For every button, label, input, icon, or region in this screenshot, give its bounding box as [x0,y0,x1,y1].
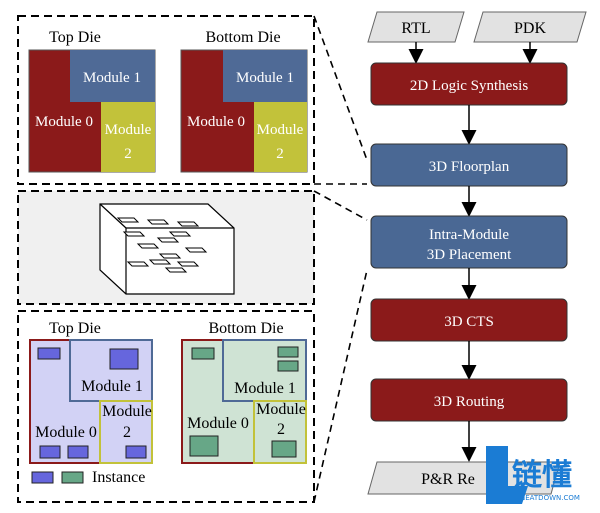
module-2-number: 2 [124,146,132,162]
module-2-number: 2 [276,146,284,162]
module-1-label: Module 1 [83,70,141,86]
svg-text:Intra-Module: Intra-Module [429,227,509,243]
module-2-number: 2 [123,424,131,441]
legend-label: Instance [92,469,145,486]
legend-swatch-top [31,471,54,484]
connector-line [313,15,368,161]
top-die-label-2: Top Die [49,320,101,337]
instance-cell [191,347,215,360]
svg-text:3D Routing: 3D Routing [434,394,505,410]
bottom-die-label-1: Bottom Die [205,29,280,46]
module-2-number: 2 [277,421,285,438]
watermark-l-icon [486,446,528,504]
instance-cell [125,445,147,459]
svg-text:2D Logic Synthesis: 2D Logic Synthesis [410,78,528,94]
svg-text:P&R Re: P&R Re [421,471,475,488]
placement-box: Intra-Module 3D Placement [370,215,568,269]
svg-text:3D CTS: 3D CTS [444,314,494,330]
svg-text:PDK: PDK [514,20,546,37]
module-2-label: Module [105,122,152,138]
routing-box: 3D Routing [370,378,568,422]
module-2-label: Module [257,122,304,138]
module-1-label: Module 1 [81,378,143,395]
instance-cell [189,435,219,457]
svg-text:3D Placement: 3D Placement [427,247,512,263]
instance-cell [39,445,61,459]
floorplan-box: 3D Floorplan [370,143,568,187]
instance-cell [277,346,299,358]
instance-cell [109,348,139,370]
bottom-die-floorplan: Module 1 Module 0 Module 2 [180,49,308,173]
module-0-label: Module 0 [187,415,249,432]
svg-text:3D Floorplan: 3D Floorplan [429,159,510,175]
placement-panel [17,310,315,503]
top-die-floorplan: Module 1 Module 0 Module 2 [28,49,156,173]
bottom-die-label-2: Bottom Die [208,320,283,337]
module-2-region [254,102,307,172]
connector-line [313,190,368,221]
rtl-input: RTL [367,11,465,43]
module-1-label: Module 1 [236,70,294,86]
instance-cell [271,440,297,458]
watermark-logo: 链懂 NEATDOWN.COM [486,446,580,504]
module-1-label: Module 1 [234,380,296,397]
module-1-region [70,50,155,102]
instance-legend: Instance [31,469,145,486]
instance-cell [67,445,89,459]
legend-swatch-bottom [61,471,84,484]
module-2-label: Module [256,401,306,418]
floorplan-panel [17,15,315,185]
instance-cell [277,360,299,372]
module-0-label: Module 0 [187,114,245,130]
3d-die-stack [99,203,235,295]
top-die-placement: Module 1 Module 0 Module 2 [29,339,153,464]
watermark-cn: 链懂 [512,458,572,493]
logic-synthesis-box: 2D Logic Synthesis [370,62,568,106]
watermark-url: NEATDOWN.COM [520,494,580,502]
top-die-label-1: Top Die [49,29,101,46]
connector-line [313,269,368,503]
bottom-die-placement: Module 1 Module 0 Module 2 [181,339,307,464]
instance-cell [37,347,61,360]
cts-box: 3D CTS [370,298,568,342]
3d-instances [116,217,208,273]
module-1-region [223,50,307,102]
module-2-region [101,102,155,172]
module-0-label: Module 0 [35,424,97,441]
module-0-label: Module 0 [35,114,93,130]
pdk-input: PDK [473,11,587,43]
svg-text:RTL: RTL [401,20,430,37]
module-2-label: Module [102,403,152,420]
